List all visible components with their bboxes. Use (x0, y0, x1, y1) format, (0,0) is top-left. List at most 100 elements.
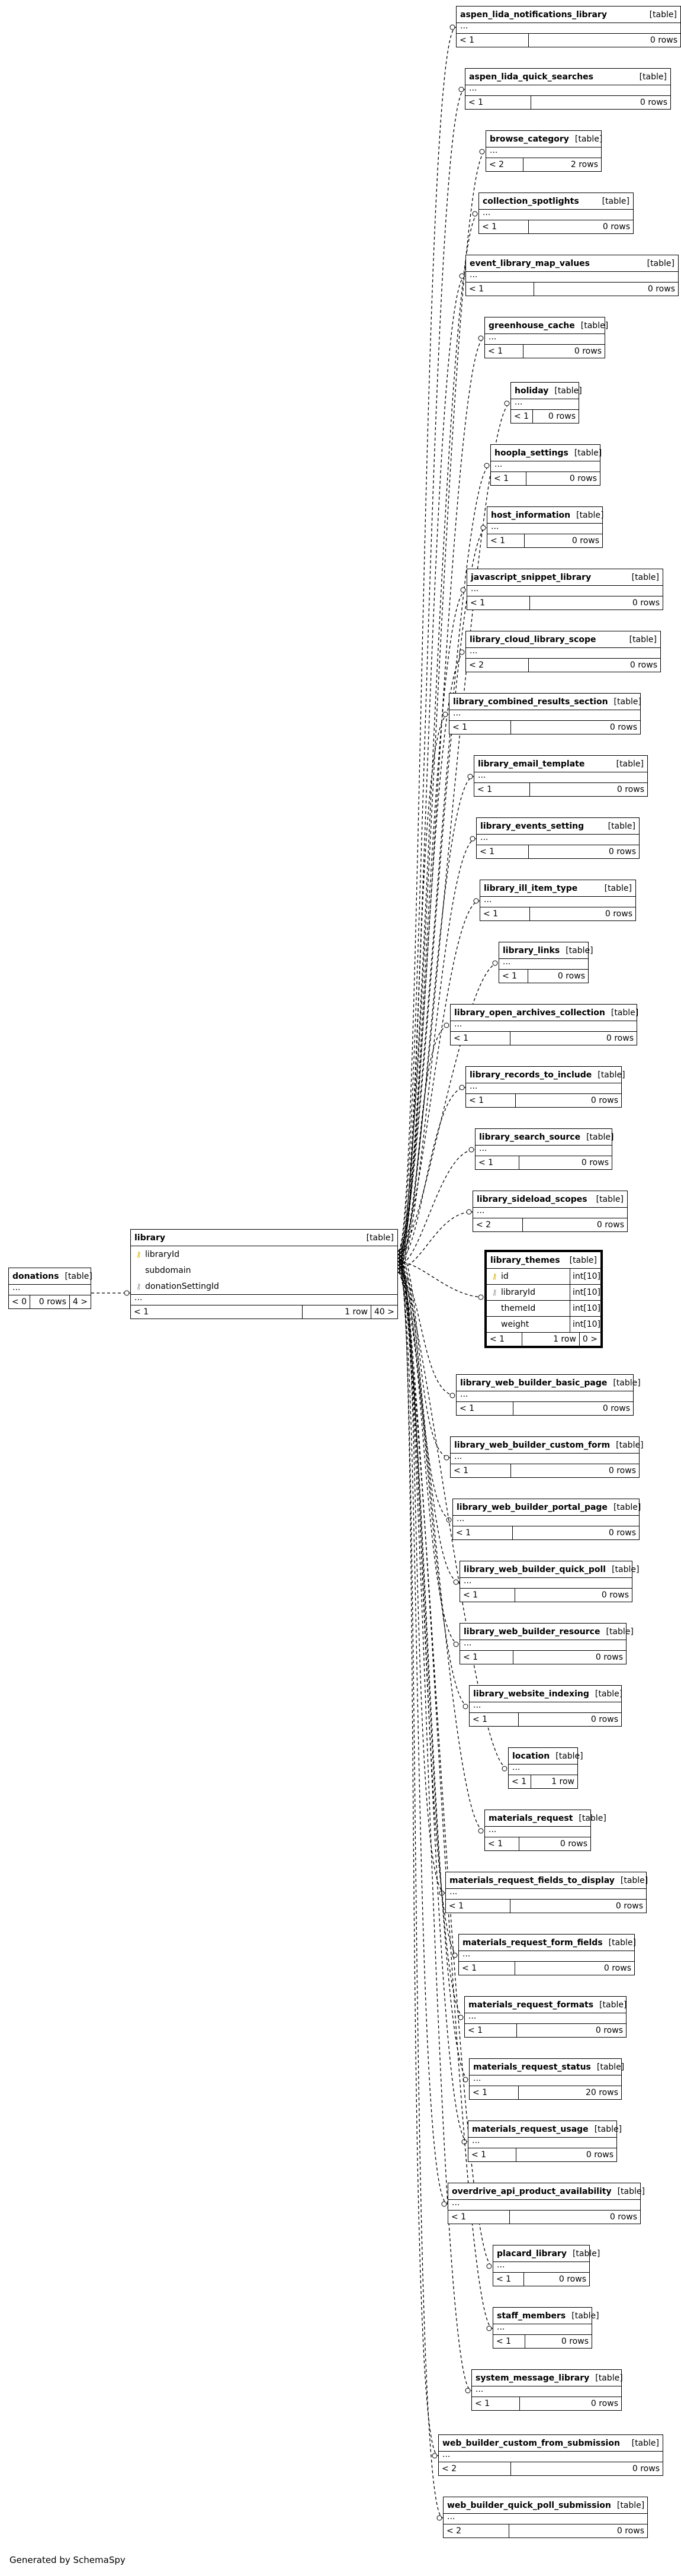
children-nav[interactable]: < 1 (453, 1526, 513, 1539)
children-nav[interactable]: < 1 (466, 283, 534, 296)
table-library-cloud-library-scope[interactable]: library_cloud_library_scope[table]...< 2… (465, 631, 661, 672)
children-nav[interactable]: < 1 (449, 721, 511, 734)
children-nav[interactable]: < 1 (476, 1156, 519, 1169)
children-nav[interactable]: < 1 (479, 220, 529, 233)
children-nav[interactable]: < 2 (439, 2462, 511, 2475)
parents-nav[interactable]: 0 > (582, 1334, 598, 1344)
children-nav[interactable]: < 1 (446, 1900, 510, 1913)
children-nav[interactable]: < 1 (451, 1464, 511, 1477)
table-library-web-builder-resource[interactable]: library_web_builder_resource[table]...< … (460, 1623, 634, 1664)
children-nav[interactable]: < 1 (448, 2211, 510, 2224)
column-row[interactable]: ⚷libraryId (131, 1246, 397, 1262)
column-row[interactable]: subdomain (131, 1262, 397, 1278)
table-name: holiday (515, 386, 549, 396)
children-nav[interactable]: < 1 (493, 2335, 525, 2348)
table-library-web-builder-portal-page[interactable]: library_web_builder_portal_page[table]..… (452, 1499, 641, 1540)
table-overdrive-api-product-availability[interactable]: overdrive_api_product_availability[table… (448, 2183, 645, 2224)
ellipsis: ... (473, 1207, 627, 1218)
table-library-web-builder-custom-form[interactable]: library_web_builder_custom_form[table]..… (450, 1436, 644, 1478)
table-library-open-archives-collection[interactable]: library_open_archives_collection[table].… (450, 1004, 638, 1045)
children-nav[interactable]: < 1 (474, 783, 530, 796)
children-nav[interactable]: < 2 (486, 158, 523, 171)
row-count: 0 rows (603, 1964, 631, 1973)
edge-library-child (397, 1272, 493, 2267)
table-web-builder-quick-poll-submission[interactable]: web_builder_quick_poll_submission[table]… (443, 2497, 648, 2538)
parents-nav[interactable]: 4 > (72, 1297, 88, 1307)
parents-nav[interactable]: 40 > (374, 1307, 394, 1317)
edge-library-child (397, 776, 474, 1269)
children-nav[interactable]: < 1 (467, 596, 530, 609)
children-nav[interactable]: < 1 (511, 410, 533, 423)
children-nav[interactable]: < 1 (465, 2024, 517, 2037)
children-nav[interactable]: < 1 (470, 1713, 519, 1726)
column-row[interactable]: ⚷donationSettingId (131, 1278, 397, 1294)
children-nav[interactable]: < 1 (491, 472, 526, 485)
children-nav[interactable]: < 1 (460, 1651, 513, 1664)
table-library-web-builder-quick-poll[interactable]: library_web_builder_quick_poll[table]...… (460, 1561, 639, 1602)
children-nav[interactable]: < 1 (460, 1589, 515, 1602)
children-nav[interactable]: < 1 (470, 2086, 519, 2099)
children-nav[interactable]: < 1 (457, 34, 529, 47)
children-nav[interactable]: < 1 (487, 1333, 522, 1346)
children-nav[interactable]: < 1 (457, 1402, 513, 1415)
children-nav[interactable]: < 1 (485, 1837, 519, 1850)
children-nav[interactable]: < 2 (466, 659, 529, 672)
children-nav[interactable]: < 1 (509, 1775, 531, 1788)
table-library-web-builder-basic-page[interactable]: library_web_builder_basic_page[table]...… (456, 1374, 641, 1416)
children-nav[interactable]: < 1 (451, 1032, 510, 1045)
table-web-builder-custom-from-submission[interactable]: web_builder_custom_from_submission[table… (438, 2434, 663, 2476)
children-nav[interactable]: < 1 (499, 970, 528, 983)
children-nav[interactable]: < 2 (473, 1218, 523, 1231)
children-nav[interactable]: < 0 (9, 1295, 31, 1308)
table-materials-request-fields-to-display[interactable]: materials_request_fields_to_display[tabl… (445, 1872, 648, 1913)
children-nav[interactable]: < 1 (466, 1094, 516, 1107)
children-nav[interactable]: < 1 (493, 2273, 524, 2286)
children-nav[interactable]: < 1 (131, 1305, 303, 1319)
children-nav[interactable]: < 1 (465, 96, 531, 109)
table-materials-request-form-fields[interactable]: materials_request_form_fields[table]...<… (458, 1934, 636, 1975)
table-aspen-lida-notifications-library[interactable]: aspen_lida_notifications_library[table].… (456, 6, 681, 47)
children-nav[interactable]: < 1 (472, 2397, 520, 2410)
table-library-combined-results-section[interactable]: library_combined_results_section[table].… (449, 693, 641, 734)
children-nav[interactable]: < 1 (480, 907, 530, 920)
children-nav[interactable]: < 2 (444, 2524, 509, 2537)
children-nav[interactable]: < 1 (477, 845, 529, 858)
children-nav[interactable]: < 1 (468, 2148, 516, 2161)
ellipsis: ... (509, 1763, 577, 1775)
children-nav[interactable]: < 1 (487, 534, 525, 547)
children-nav[interactable]: < 1 (485, 345, 523, 358)
children-nav[interactable]: < 1 (459, 1962, 515, 1975)
